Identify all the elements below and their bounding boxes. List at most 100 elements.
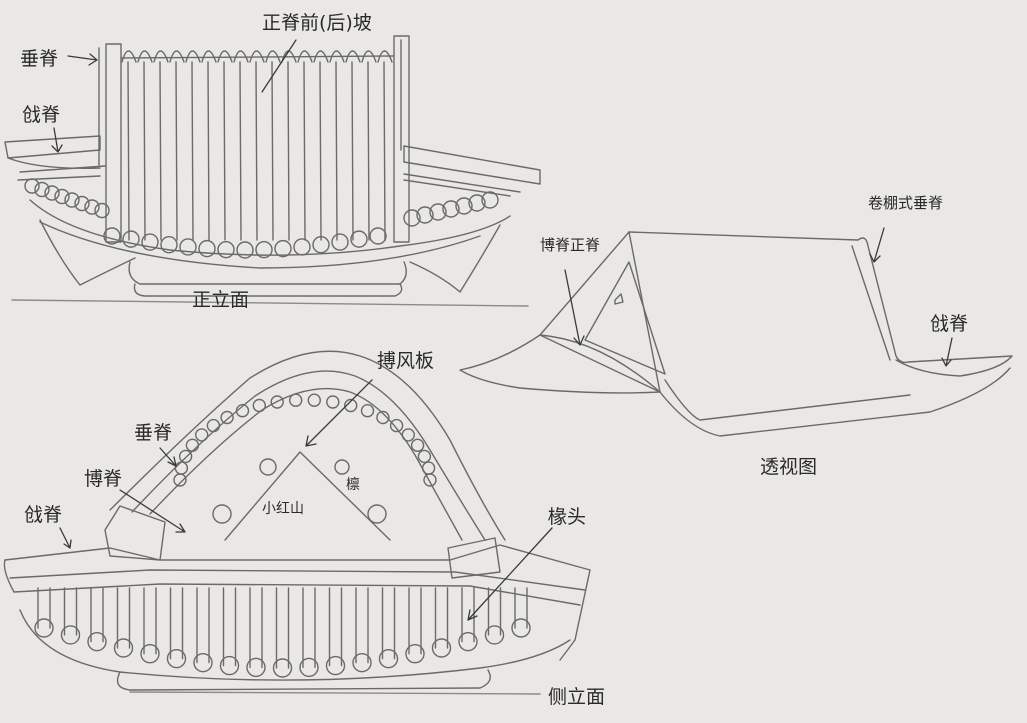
front-rafter [159, 61, 162, 241]
side-ornament-bead [417, 449, 432, 464]
side-bargeboard-ornaments [173, 393, 437, 487]
front-rafter-top [185, 50, 201, 63]
front-rafter-end [274, 239, 292, 258]
front-rafter-end [141, 233, 159, 251]
persp-roof-front-inner [664, 379, 911, 421]
side-flower-3 [367, 504, 387, 524]
side-right-tip [559, 569, 591, 661]
side-ornament-bead [421, 461, 436, 475]
front-right-wing-lower [403, 173, 521, 197]
persp-ridge-line [628, 231, 859, 241]
persp-gable-flower [614, 293, 624, 305]
arrow-persp-gable [564, 269, 585, 346]
persp-gable-inner [584, 261, 666, 375]
front-rafter [303, 61, 306, 241]
side-eave-band-1 [9, 569, 586, 591]
front-rafter-top [297, 50, 313, 63]
front-rafter-top [233, 50, 249, 63]
side-flower-4 [334, 459, 350, 475]
front-rafter-end [442, 200, 460, 218]
side-rafter [302, 587, 316, 669]
front-rafter [367, 61, 370, 241]
front-rafter-top [121, 50, 137, 63]
front-rafter-end [34, 181, 50, 198]
persp-rolled-ridge [857, 237, 909, 364]
side-rafter [196, 587, 210, 664]
front-rafter-top [153, 50, 169, 63]
side-rafter-end [193, 652, 213, 673]
side-rafter [169, 587, 184, 660]
front-base-foot [133, 283, 403, 297]
side-rafters [34, 587, 531, 678]
side-rafter [328, 587, 343, 667]
perspective-view [459, 231, 1013, 437]
front-rafter-end [64, 192, 80, 208]
label-side-bargeboard: 搏风板 [377, 350, 435, 372]
side-rafter [37, 587, 51, 629]
front-rafter-top [169, 50, 185, 63]
side-rafter-end [431, 638, 452, 658]
label-persp-title: 透视图 [760, 456, 818, 478]
front-rafter-end [481, 191, 499, 209]
side-rafter [90, 587, 104, 643]
label-front-main-ridge: 正脊前(后)坡 [262, 12, 372, 34]
arrow-persp-corner [941, 337, 953, 367]
front-rafter-end [293, 238, 311, 256]
front-eave-curve-lower [39, 221, 481, 269]
front-rafter [239, 61, 242, 241]
side-ornament-bead [410, 438, 425, 452]
side-left-block [104, 505, 166, 561]
front-rafter-end [44, 185, 60, 201]
label-side-gable-ridge: 博脊 [84, 468, 123, 490]
side-rafter [434, 587, 449, 649]
side-rafter [222, 587, 237, 667]
front-rafter-tops [121, 50, 393, 63]
front-rafter [127, 61, 130, 241]
front-right-post [393, 35, 410, 243]
front-base [128, 261, 407, 285]
front-left-post [105, 43, 122, 243]
front-rafter-end [160, 236, 178, 254]
side-rafter [63, 587, 78, 636]
front-left-wing-eave [7, 157, 101, 169]
side-ornament-bead [252, 398, 266, 413]
arrow-side-vertical-ridge [159, 447, 177, 467]
front-rafter [255, 61, 258, 241]
front-rafter-end [198, 239, 216, 258]
side-rafter [249, 587, 263, 669]
front-rafter [351, 61, 354, 241]
front-rafter-top [265, 50, 281, 63]
front-elevation [4, 35, 541, 307]
side-ornament-bead [206, 418, 221, 433]
front-rafter [335, 61, 338, 241]
side-rafter-end [352, 652, 372, 673]
side-inner-gable [224, 451, 391, 541]
side-ornament-bead [389, 418, 404, 433]
front-rafter-end [403, 209, 421, 227]
front-rafter-end [331, 233, 349, 251]
side-rafter [275, 587, 290, 669]
front-rafter-end [24, 178, 40, 194]
arrow-persp-rolled [869, 227, 885, 263]
front-rafter-ends [24, 178, 499, 259]
side-rafter [355, 587, 369, 664]
arrow-side-rafter-end [467, 527, 553, 621]
label-side-title: 侧立面 [548, 686, 606, 708]
side-ornament-bead [360, 404, 375, 418]
label-front-corner-ridge: 戗脊 [22, 104, 61, 126]
side-ornament-bead [194, 428, 209, 442]
arrow-side-gable-ridge [119, 489, 186, 533]
front-rafter-top [201, 50, 217, 63]
label-side-corner-ridge: 戗脊 [24, 504, 63, 526]
side-ornament-bead [173, 473, 187, 487]
persp-right-eave [895, 355, 1013, 377]
side-rafter-end [299, 657, 319, 678]
side-ornament-bead [174, 461, 189, 475]
label-persp-gable-ridge: 博脊正脊 [540, 236, 601, 254]
side-rafter-end [511, 618, 531, 638]
side-flower-1 [259, 458, 277, 476]
side-rafter-end [405, 644, 425, 664]
side-gable-arch-2 [131, 370, 486, 541]
side-gable-arch-outer [109, 350, 506, 541]
front-rafter-top [361, 50, 377, 63]
